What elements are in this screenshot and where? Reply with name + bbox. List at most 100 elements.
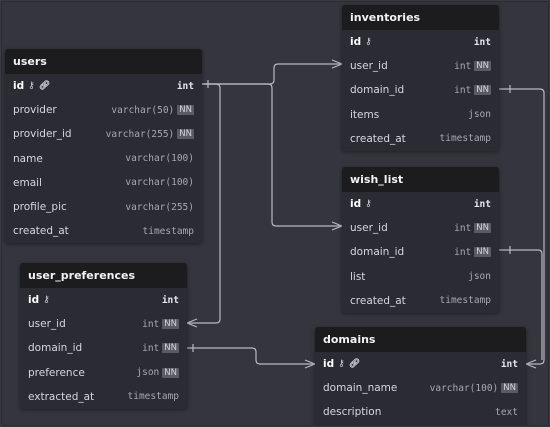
field-name: id⚷ bbox=[350, 198, 474, 210]
not-null-badge: NN bbox=[162, 367, 179, 378]
field-type: timestamp bbox=[127, 391, 179, 403]
not-null-badge: NN bbox=[501, 383, 518, 394]
many-marker bbox=[331, 225, 343, 231]
field-name-text: items bbox=[350, 108, 380, 121]
not-null-badge: NN bbox=[474, 85, 491, 96]
key-icon: ⚷ bbox=[365, 199, 372, 210]
field-name-text: user_id bbox=[28, 318, 66, 331]
field-type: int bbox=[473, 198, 491, 210]
field-name-text: created_at bbox=[350, 132, 406, 145]
field-name-text: id bbox=[13, 80, 25, 93]
field-name: id⚷🔗︎ bbox=[323, 358, 501, 370]
many-marker bbox=[304, 363, 316, 369]
field-type: int bbox=[500, 358, 518, 370]
field-name: name bbox=[13, 153, 125, 165]
field-name-text: created_at bbox=[350, 294, 406, 307]
field-name-text: domain_id bbox=[350, 84, 405, 97]
field-type: varchar(100) bbox=[429, 382, 499, 394]
field-name-text: user_id bbox=[350, 60, 388, 73]
field-name-text: profile_pic bbox=[13, 201, 67, 214]
many-marker bbox=[186, 318, 198, 324]
field-name: user_id bbox=[350, 222, 454, 234]
field-name: email bbox=[13, 177, 125, 189]
field-row-id[interactable]: id⚷🔗︎int bbox=[315, 352, 526, 376]
field-name-text: id bbox=[28, 294, 40, 307]
field-row-id[interactable]: id⚷🔗︎int bbox=[5, 74, 202, 98]
table-header[interactable]: domains bbox=[315, 327, 526, 352]
field-name: domain_id bbox=[350, 84, 454, 96]
key-icon: ⚷ bbox=[338, 359, 345, 370]
field-type: int bbox=[176, 80, 194, 92]
field-row-created-at[interactable]: created_at timestamp bbox=[342, 127, 499, 151]
field-type: int bbox=[142, 318, 160, 330]
field-type: int bbox=[454, 246, 472, 258]
table-header[interactable]: wish_list bbox=[342, 167, 499, 192]
field-name: domain_name bbox=[323, 382, 430, 394]
field-name-text: email bbox=[13, 176, 42, 189]
field-type: int bbox=[454, 60, 472, 72]
field-name-text: description bbox=[323, 406, 382, 419]
field-row-domain-name[interactable]: domain_name varchar(100)NN bbox=[315, 376, 526, 400]
field-name-text: id bbox=[350, 198, 362, 211]
field-type: json bbox=[468, 109, 491, 121]
field-type: int bbox=[454, 222, 472, 234]
table-domains[interactable]: domains id⚷🔗︎int domain_name varchar(100)N… bbox=[315, 327, 526, 425]
key-icon: ⚷ bbox=[43, 295, 50, 306]
key-icon: ⚷ bbox=[28, 81, 35, 92]
field-type: varchar(100) bbox=[125, 177, 194, 189]
field-name: list bbox=[350, 271, 468, 283]
many-marker bbox=[525, 359, 537, 365]
table-header[interactable]: user_preferences bbox=[20, 263, 187, 288]
field-row-id[interactable]: id⚷int bbox=[342, 192, 499, 216]
field-type: int bbox=[454, 84, 472, 96]
many-marker bbox=[304, 359, 316, 365]
field-type: int bbox=[161, 294, 179, 306]
field-name-text: provider_id bbox=[13, 128, 72, 141]
field-name-text: list bbox=[350, 270, 366, 283]
key-icon: ⚷ bbox=[365, 37, 372, 48]
field-type: int bbox=[142, 342, 160, 354]
field-name: created_at bbox=[13, 225, 143, 237]
field-name-text: user_id bbox=[350, 222, 388, 235]
field-name: preference bbox=[28, 367, 136, 379]
field-row-items[interactable]: items json bbox=[342, 103, 499, 127]
many-marker bbox=[331, 59, 343, 65]
field-row-email[interactable]: email varchar(100) bbox=[5, 171, 202, 195]
field-row-id[interactable]: id⚷ int bbox=[20, 288, 187, 312]
field-type: timestamp bbox=[439, 133, 491, 145]
field-name: user_id bbox=[28, 318, 142, 330]
field-name: created_at bbox=[350, 133, 440, 145]
field-name: user_id bbox=[350, 60, 454, 72]
field-name: items bbox=[350, 109, 468, 121]
many-marker bbox=[331, 63, 343, 69]
field-type: timestamp bbox=[142, 225, 194, 237]
field-type: varchar(100) bbox=[125, 153, 194, 165]
link-domains-inventories bbox=[499, 88, 545, 365]
field-row-id[interactable]: id⚷int bbox=[342, 30, 499, 54]
table-header[interactable]: inventories bbox=[342, 5, 499, 30]
table-header[interactable]: users bbox=[5, 49, 202, 74]
field-name: domain_id bbox=[350, 246, 454, 258]
many-marker bbox=[525, 363, 537, 369]
field-name-text: domain_name bbox=[323, 382, 398, 395]
